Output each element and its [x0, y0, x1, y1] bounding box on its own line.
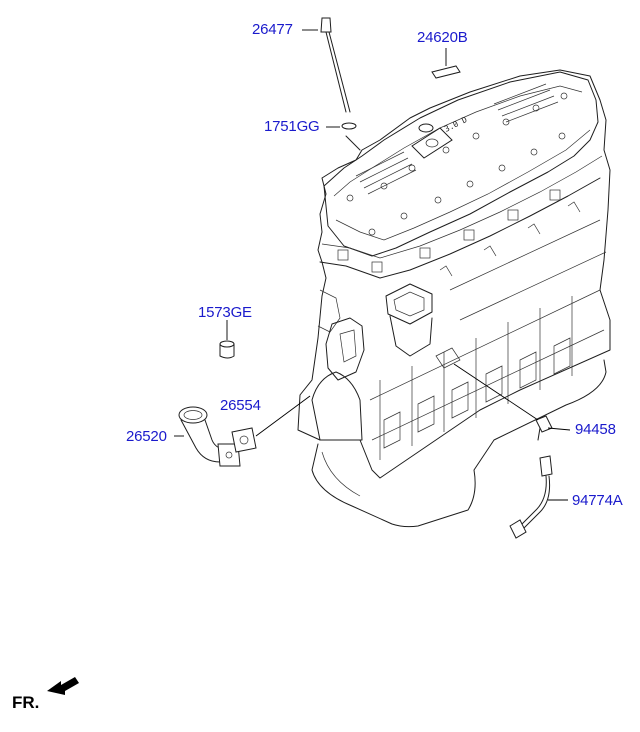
front-direction-arrow-icon [47, 677, 79, 695]
callout-gasket: 26554 [220, 397, 261, 414]
callout-o-ring: 1751GG [264, 118, 320, 135]
plug-part [219, 340, 235, 359]
leader-lines [174, 29, 571, 501]
label-decal-part [431, 65, 461, 79]
cover-emblem [411, 127, 453, 159]
callout-sensor: 94458 [575, 421, 616, 438]
dipstick-part [320, 17, 351, 113]
o-ring-part [341, 122, 357, 130]
thermostat-housing [385, 283, 433, 325]
callout-dipstick: 26477 [252, 21, 293, 38]
callout-pipe: 26520 [126, 428, 167, 445]
valve-cover [323, 71, 599, 257]
cylinder-head [319, 177, 601, 279]
oil-pipe-part [178, 406, 241, 467]
cover-text: 3.0 D [443, 115, 469, 134]
callout-label-decal: 24620B [417, 29, 468, 46]
gasket-part [231, 427, 257, 453]
callout-plug: 1573GE [198, 304, 252, 321]
orientation-label: FR. [12, 693, 40, 712]
callout-sensor-harness: 94774A [572, 492, 623, 509]
sensor-harness-part [509, 455, 553, 539]
engine-block [297, 69, 611, 479]
oil-pan [311, 359, 607, 528]
